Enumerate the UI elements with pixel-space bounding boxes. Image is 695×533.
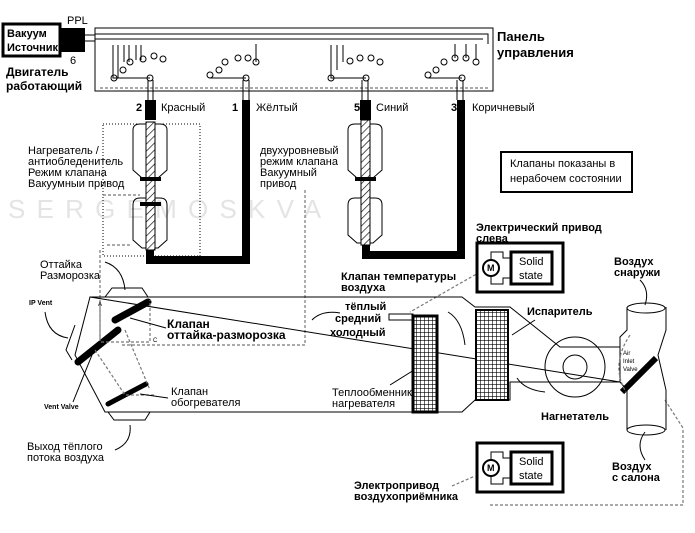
- vacuum-label-2: Источник: [7, 42, 59, 54]
- blower: Нагнетатель: [541, 336, 609, 423]
- hose-color-blue: Синий: [376, 102, 408, 114]
- vacuum-hoses: 2 Красный 1 Жёлтый 5 Синий 3 Коричневый: [136, 80, 535, 264]
- cabin-air-label-1: Воздух: [612, 461, 652, 473]
- temp-warm-label: тёплый: [345, 301, 386, 313]
- heater-actuator-label-1: Нагреватель /: [28, 145, 100, 157]
- temp-cold-label: холодный: [330, 327, 386, 339]
- hose-color-brown: Коричневый: [472, 102, 535, 114]
- temp-valve-label-1: Клапан температуры: [341, 271, 456, 283]
- defrost-valve-label-1: Клапан: [167, 317, 210, 331]
- solid-state-label-1: Solid: [519, 256, 543, 268]
- panel-label-2: управления: [497, 45, 574, 60]
- hose-number-1: 1: [232, 102, 238, 114]
- two-level-actuator: двухуровневый режим клапана Вакуумный пр…: [260, 119, 383, 246]
- inlet-drive: M Solid state Электропривод воздухоприём…: [354, 441, 565, 503]
- air-inlet-label-1: Air: [623, 351, 630, 357]
- temp-mid-label: средний: [335, 313, 381, 325]
- two-level-label-3: Вакуумный: [260, 167, 317, 179]
- electric-drive-left: Электрический привод слева M Solid state: [475, 222, 602, 294]
- hvac-duct: [65, 287, 621, 421]
- inlet-drive-label-2: воздухоприёмника: [354, 491, 459, 503]
- motor-label: M: [487, 463, 495, 473]
- airflow-arrow-icon: [311, 311, 341, 321]
- heater-actuator: Нагреватель / антиобледенитель Режим кла…: [28, 121, 201, 257]
- hose-number-2: 2: [136, 102, 142, 114]
- heater-core: [411, 314, 439, 414]
- door-a-label: A: [98, 302, 102, 308]
- solid-state-label-1: Solid: [519, 456, 543, 468]
- defrost-label-2: Разморозка: [40, 270, 101, 282]
- hose-number-3: 3: [451, 102, 457, 114]
- heater-core-label-1: Теплообменник: [332, 387, 412, 399]
- ip-vent-label: IP Vent: [29, 300, 53, 307]
- hose-color-red: Красный: [161, 102, 205, 114]
- ppl-label: PPL: [67, 15, 88, 27]
- hose-number-5: 5: [354, 102, 360, 114]
- two-level-label-1: двухуровневый: [260, 145, 339, 157]
- defrost-valve-label-2: оттайка-разморозка: [167, 328, 286, 342]
- airflow-arrow-icon: [447, 311, 466, 346]
- heater-core-label-2: нагревателя: [332, 398, 395, 410]
- port-6-label: 6: [70, 55, 76, 67]
- warm-outlet-label-2: потока воздуха: [27, 452, 105, 464]
- electric-drive-label-1: Электрический привод: [476, 222, 602, 234]
- note-line-1: Клапаны показаны в: [510, 158, 615, 170]
- heater-actuator-label-2: антиобледенитель: [28, 156, 123, 168]
- defrost-arrow-icon: [104, 261, 126, 291]
- heater-actuator-label-4: Вакуумныи привод: [28, 178, 125, 190]
- heater-actuator-label-3: Режим клапана: [28, 167, 108, 179]
- warm-outlet-label-1: Выход тёплого: [27, 441, 103, 453]
- cabin-air-label-2: с салона: [612, 472, 661, 484]
- airflow-arrow-icon: [516, 377, 546, 393]
- watermark: S E R G E M O S K V A: [8, 194, 323, 224]
- warm-outlet-arrow-icon: [114, 424, 131, 451]
- outside-air-label-1: Воздух: [614, 256, 654, 268]
- door-b-label: B: [112, 318, 116, 324]
- heater-valve-label-1: Клапан: [171, 386, 208, 398]
- blower-label: Нагнетатель: [541, 411, 609, 423]
- solid-state-label-2: state: [519, 470, 543, 482]
- two-level-label-4: привод: [260, 178, 297, 190]
- door-c-label: C: [153, 338, 158, 344]
- engine-label-1: Двигатель: [6, 65, 69, 79]
- defrost-label-1: Оттайка: [40, 259, 83, 271]
- motor-label: M: [487, 263, 495, 273]
- hose-color-yellow: Жёлтый: [256, 102, 298, 114]
- temp-door: [388, 313, 414, 321]
- note-box: Клапаны показаны в нерабочем состоянии: [500, 151, 633, 193]
- panel-label-1: Панель: [497, 29, 545, 44]
- solid-state-label-2: state: [519, 270, 543, 282]
- inflow-arrow-icon: [639, 431, 646, 461]
- vacuum-source: Вакуум Источник PPL 6 Двигатель работающ…: [1, 15, 95, 93]
- air-inlet-label-2: Inlet: [623, 359, 635, 365]
- inflow-arrow-icon: [639, 279, 648, 306]
- note-line-2: нерабочем состоянии: [510, 173, 622, 185]
- control-panel: Панель управления: [94, 27, 574, 92]
- evaporator-label: Испаритель: [527, 306, 593, 318]
- ip-vent-arrow-icon: [44, 311, 69, 339]
- evaporator: [475, 309, 509, 401]
- air-inlet-label-3: Valve: [623, 367, 638, 373]
- temp-valve-label-2: воздуха: [341, 282, 386, 294]
- air-inlet: Air Inlet Valve Воздух снаружи Воздух с …: [612, 256, 667, 484]
- vent-valve-label: Vent Valve: [44, 404, 79, 411]
- heater-valve-label-2: обогревателя: [171, 397, 240, 409]
- inlet-drive-label-1: Электропривод: [354, 480, 439, 492]
- engine-label-2: работающий: [6, 79, 82, 93]
- outside-air-label-2: снаружи: [614, 267, 660, 279]
- two-level-label-2: режим клапана: [260, 156, 339, 168]
- vacuum-label-1: Вакуум: [7, 28, 47, 40]
